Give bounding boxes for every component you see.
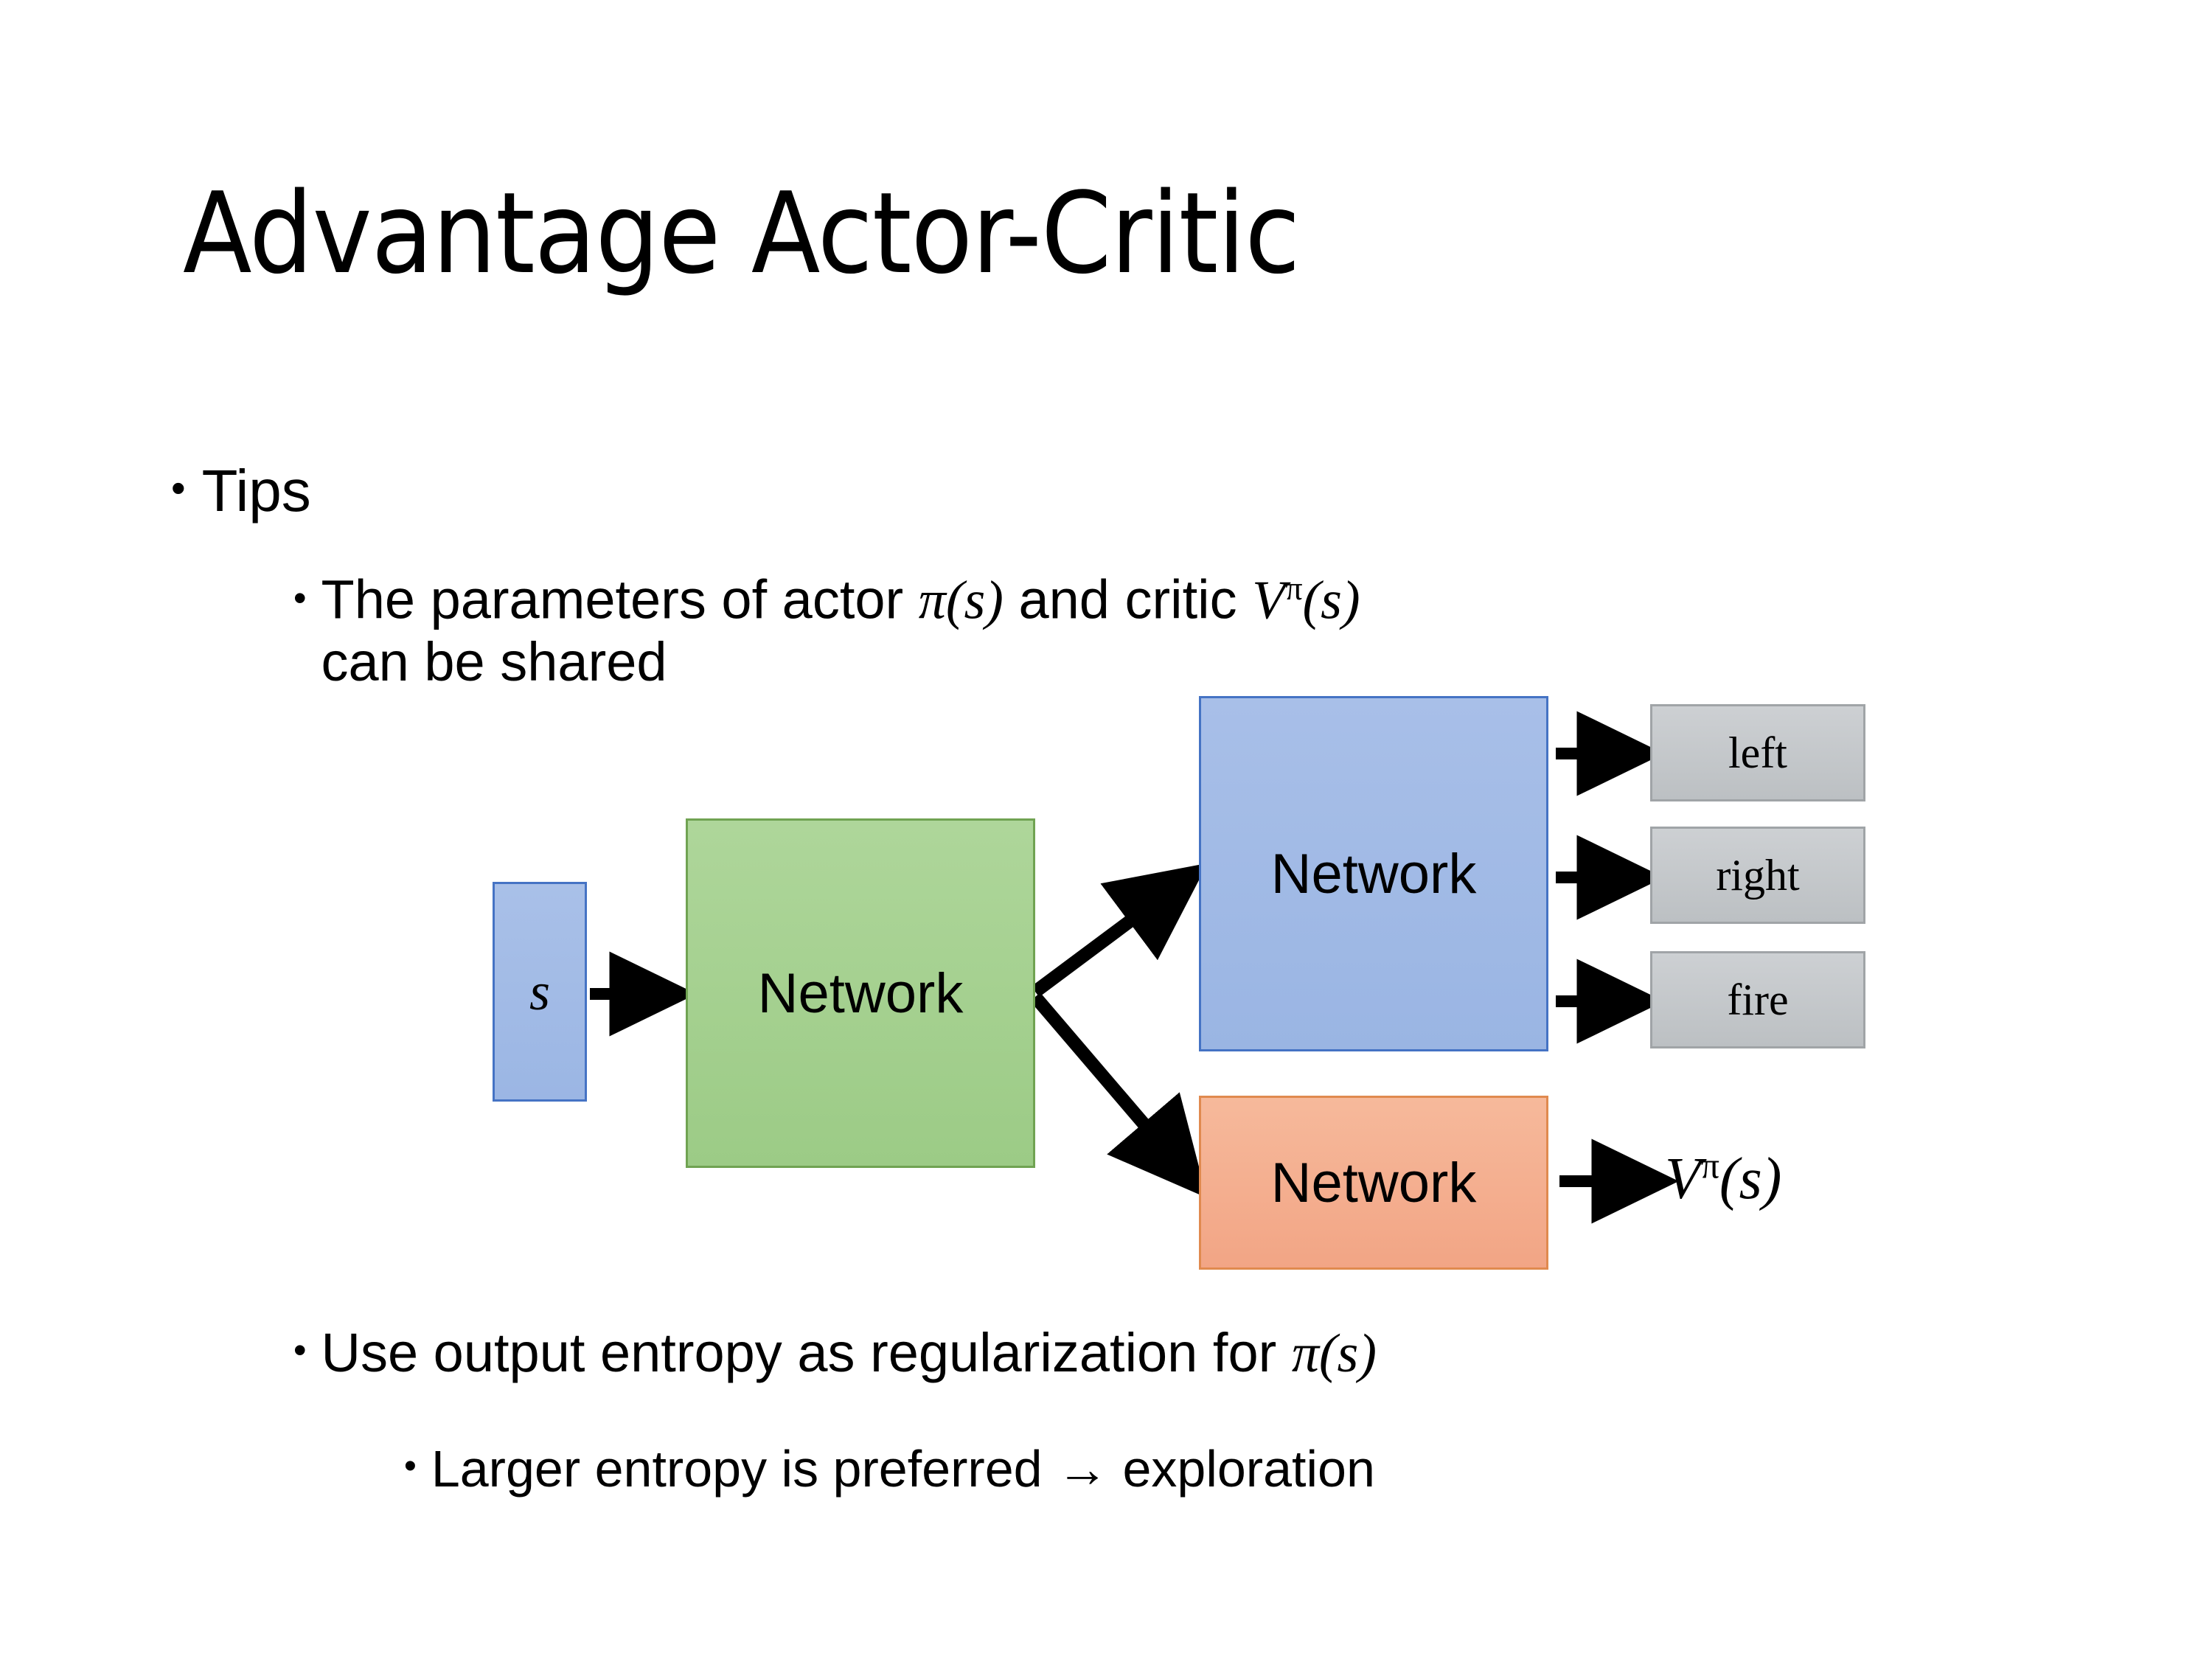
arrow-shared-to-critic <box>1030 992 1208 1198</box>
math-v-superscript: π <box>1285 569 1303 607</box>
bullet-larger-entropy-label: Larger entropy is preferred → exploratio… <box>431 1440 1375 1498</box>
bullet-tips: • Tips <box>171 457 311 525</box>
critic-network-label: Network <box>1270 1151 1477 1214</box>
actor-network-box[interactable]: Network <box>1199 696 1548 1051</box>
bullet-marker-icon: • <box>171 465 186 511</box>
action-output-label: left <box>1728 728 1787 777</box>
state-input-box[interactable]: s <box>493 882 587 1102</box>
critic-network-box[interactable]: Network <box>1199 1096 1548 1270</box>
text-line2: can be shared <box>321 630 667 692</box>
bullet-entropy-regularization-label: Use output entropy as regularization for… <box>321 1321 1377 1385</box>
math-pi-of-s: π(s) <box>918 570 1004 631</box>
math-v-argument: (s) <box>1302 570 1360 631</box>
bullet-tips-label: Tips <box>201 458 311 524</box>
page-title: Advantage Actor-Critic <box>183 168 1300 299</box>
bullet-larger-entropy: • Larger entropy is preferred → explorat… <box>404 1439 1375 1498</box>
action-output-label: fire <box>1727 975 1789 1024</box>
bullet-shared-parameters-label: The parameters of actor π(s) and critic … <box>321 569 1360 692</box>
state-input-label: s <box>529 961 551 1021</box>
bullet-marker-icon: • <box>293 1329 307 1371</box>
math-v-superscript: π <box>1700 1145 1719 1186</box>
critic-output-label: Vπ(s) <box>1665 1144 1781 1213</box>
bullet-entropy-regularization: • Use output entropy as regularization f… <box>293 1321 1377 1385</box>
math-v-letter: V <box>1252 570 1286 631</box>
actor-network-label: Network <box>1270 842 1477 905</box>
bullet-marker-icon: • <box>404 1447 417 1486</box>
action-output-right[interactable]: right <box>1650 827 1865 924</box>
math-v-letter: V <box>1665 1147 1701 1211</box>
action-output-label: right <box>1716 850 1800 900</box>
bullet-shared-parameters: • The parameters of actor π(s) and criti… <box>293 569 1360 692</box>
math-pi-of-s: π(s) <box>1291 1324 1377 1384</box>
action-output-left[interactable]: left <box>1650 704 1865 801</box>
arrow-shared-to-actor <box>1031 863 1208 998</box>
math-v-argument: (s) <box>1719 1147 1782 1211</box>
shared-network-label: Network <box>757 961 964 1025</box>
text-mid: and critic <box>1003 568 1253 630</box>
bullet-marker-icon: • <box>293 577 307 619</box>
shared-network-box[interactable]: Network <box>686 818 1035 1168</box>
text-lead: The parameters of actor <box>321 568 919 630</box>
text-lead: Use output entropy as regularization for <box>321 1322 1292 1383</box>
action-output-fire[interactable]: fire <box>1650 951 1865 1048</box>
